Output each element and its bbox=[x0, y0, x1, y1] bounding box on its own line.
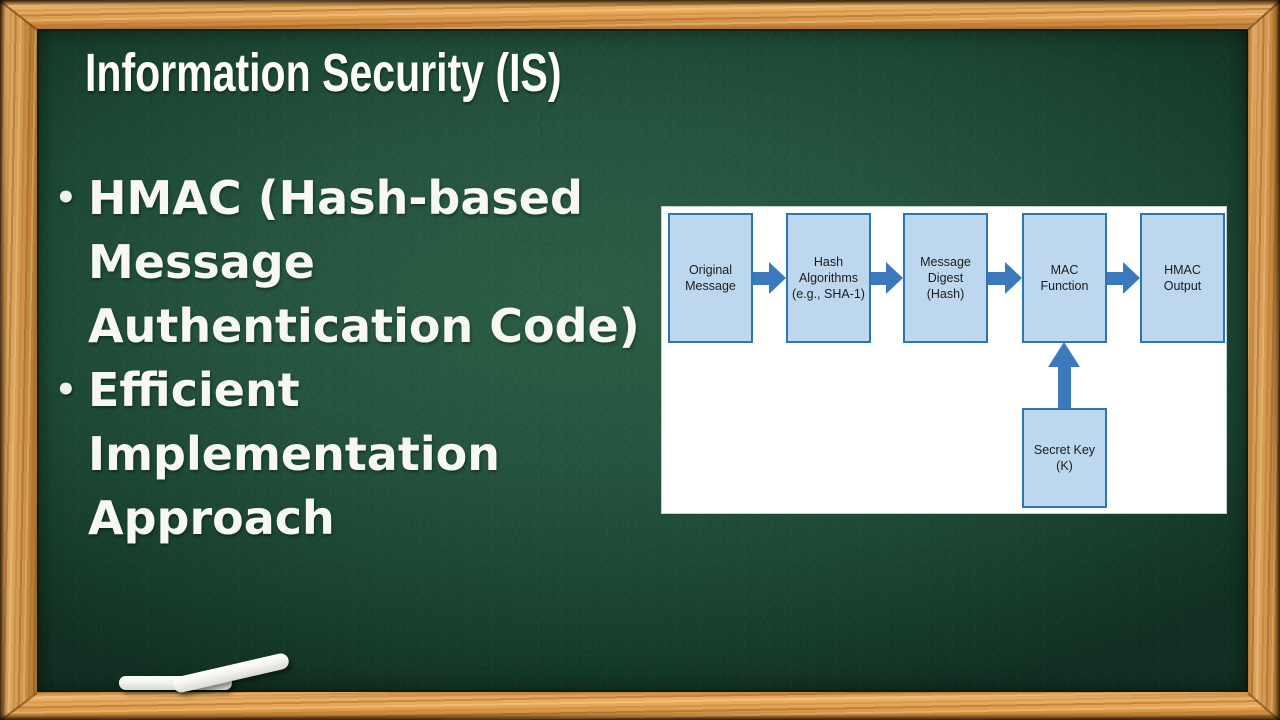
wood-frame-bottom bbox=[0, 692, 1280, 720]
arrow-head bbox=[886, 262, 903, 294]
flow-box-hmac-output: HMAC Output bbox=[1140, 213, 1225, 343]
bullet-marker: • bbox=[55, 178, 77, 218]
arrow-right-icon bbox=[871, 262, 903, 294]
arrow-shaft bbox=[753, 271, 769, 285]
flow-box-secret-key: Secret Key (K) bbox=[1022, 408, 1107, 508]
arrow-right-icon bbox=[988, 262, 1022, 294]
bullet-item: • Efficient Implementation Approach bbox=[55, 358, 655, 550]
arrow-up-icon bbox=[1048, 342, 1081, 408]
arrow-shaft bbox=[1058, 366, 1071, 408]
arrow-shaft bbox=[1107, 271, 1123, 285]
wood-frame-top bbox=[0, 0, 1280, 29]
arrow-head bbox=[1123, 262, 1140, 294]
bullet-marker: • bbox=[55, 370, 77, 410]
arrow-head bbox=[769, 262, 786, 294]
wood-frame-right bbox=[1248, 0, 1280, 720]
arrow-head bbox=[1005, 262, 1022, 294]
flow-box-original-message: Original Message bbox=[668, 213, 753, 343]
wood-frame-left bbox=[0, 0, 37, 720]
bullet-item: • HMAC (Hash-based Message Authenticatio… bbox=[55, 166, 655, 358]
flow-box-message-digest: Message Digest (Hash) bbox=[903, 213, 988, 343]
arrow-right-icon bbox=[753, 262, 786, 294]
bullet-list: • HMAC (Hash-based Message Authenticatio… bbox=[55, 166, 655, 550]
arrow-shaft bbox=[871, 271, 886, 285]
hmac-diagram-panel: Original Message Hash Algorithms (e.g., … bbox=[661, 206, 1227, 514]
arrow-head bbox=[1048, 342, 1080, 367]
slide-title: Information Security (IS) bbox=[85, 43, 562, 103]
flow-box-mac-function: MAC Function bbox=[1022, 213, 1107, 343]
bullet-text: Efficient Implementation Approach bbox=[88, 363, 500, 545]
flow-box-hash-algorithms: Hash Algorithms (e.g., SHA-1) bbox=[786, 213, 871, 343]
arrow-right-icon bbox=[1107, 262, 1140, 294]
arrow-shaft bbox=[988, 271, 1005, 285]
bullet-text: HMAC (Hash-based Message Authentication … bbox=[88, 171, 640, 353]
